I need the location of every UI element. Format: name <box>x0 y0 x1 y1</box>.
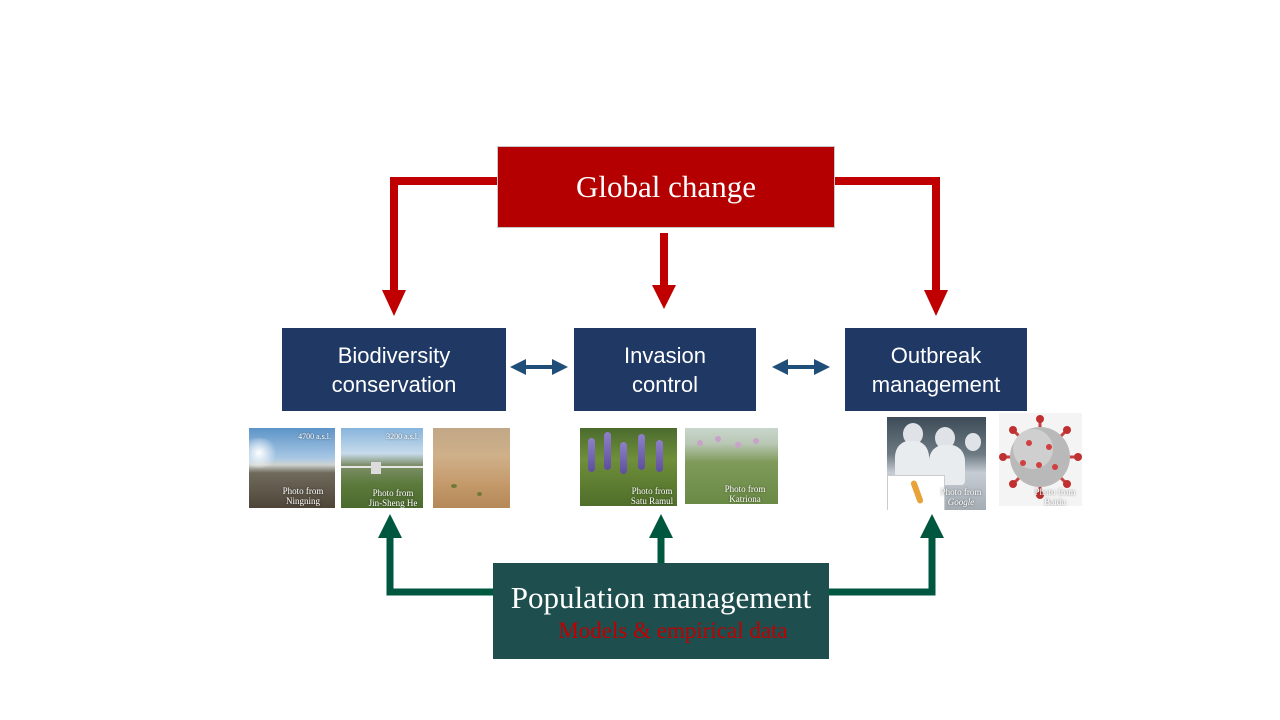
caption-line2: Katriona <box>729 494 761 504</box>
suit-hood <box>935 427 955 449</box>
photo-caption: Photo from Katriona <box>715 484 775 504</box>
photo-coronavirus: Photo from Baidu <box>999 413 1082 506</box>
biodiversity-conservation-box: Biodiversity conservation <box>282 328 506 411</box>
lupin-spike <box>656 440 663 472</box>
protective-suit <box>895 441 929 481</box>
photo-protective-suits: Photo from Google <box>887 417 986 510</box>
lupin-spike <box>638 434 645 470</box>
photo-caption: Photo from Jin-Sheng He <box>363 488 423 508</box>
shrub <box>451 484 457 488</box>
photo-thistle-field: Photo from Katriona <box>685 428 778 504</box>
invasion-line2: control <box>631 371 699 397</box>
population-subtitle: Models & empirical data <box>558 618 788 643</box>
caption-line1: Photo from <box>372 488 414 498</box>
green-arrow-to-invasion <box>649 514 673 563</box>
lupin-spike <box>604 432 611 470</box>
thistle-flower <box>753 438 759 444</box>
fence-line <box>341 466 423 468</box>
photo-field-experiment-3200: 3200 a.s.l. Photo from Jin-Sheng He <box>341 428 423 508</box>
biodiversity-line1: Biodiversity <box>337 342 451 368</box>
photo-lupin-flowers: Photo from Satu Ramul <box>580 428 677 506</box>
outbreak-line1: Outbreak <box>890 342 982 368</box>
green-arrow-to-biodiversity <box>378 514 493 596</box>
double-arrow-invasion-outbreak <box>772 359 830 375</box>
suit-hood <box>965 433 981 451</box>
caption-line2: Ningning <box>285 496 320 506</box>
caption-line1: Photo from <box>631 486 673 496</box>
green-arrow-to-outbreak <box>829 514 944 596</box>
photo-alpine-grassland-4700: 4700 a.s.l. Photo from Ningning <box>249 428 335 508</box>
coronavirus-icon <box>999 415 1082 499</box>
photo-caption: Photo from Satu Ramul <box>622 486 677 506</box>
invasion-control-box: Invasion control <box>574 328 756 411</box>
outbreak-line2: management <box>871 371 1001 397</box>
photo-caption: Photo from Google <box>935 487 986 507</box>
outbreak-management-box: Outbreak management <box>845 328 1027 411</box>
thistle-flower <box>735 442 741 448</box>
thistle-flower <box>715 436 721 442</box>
caption-line1: Photo from <box>724 484 766 494</box>
photo-altitude: 3200 a.s.l. <box>386 432 419 441</box>
caption-line1: Photo from <box>282 486 324 496</box>
lupin-spike <box>588 438 595 472</box>
population-management-box: Population management Models & empirical… <box>493 563 829 659</box>
global-change-label: Global change <box>576 169 756 204</box>
photo-sand-dune <box>433 428 510 508</box>
caption-line2: Baidu <box>1044 497 1066 506</box>
caption-line1: Photo from <box>940 487 982 497</box>
shrub <box>477 492 482 496</box>
thistle-flower <box>697 440 703 446</box>
red-arrow-to-biodiversity <box>382 177 497 316</box>
invasion-line1: Invasion <box>624 342 706 368</box>
photo-altitude: 4700 a.s.l. <box>298 432 331 441</box>
caption-line2: Google <box>947 497 975 507</box>
population-title: Population management <box>510 580 812 615</box>
caption-line2: Jin-Sheng He <box>368 498 418 508</box>
global-change-box: Global change <box>497 146 835 228</box>
sun-glare <box>249 438 279 468</box>
ebola-virus-shape <box>910 479 924 505</box>
double-arrow-biodiversity-invasion <box>510 359 568 375</box>
biodiversity-line2: conservation <box>331 371 457 397</box>
suit-hood <box>903 423 923 445</box>
caption-line2: Satu Ramul <box>630 496 674 506</box>
red-arrow-to-outbreak <box>835 177 948 316</box>
photo-caption: Photo from Baidu <box>1029 487 1081 506</box>
lupin-spike <box>620 442 627 474</box>
red-arrow-to-invasion <box>652 233 676 309</box>
virus-illustration-panel <box>887 475 945 510</box>
photo-caption: Photo from Ningning <box>273 486 333 506</box>
equipment <box>371 462 381 474</box>
caption-line1: Photo from <box>1034 487 1076 497</box>
